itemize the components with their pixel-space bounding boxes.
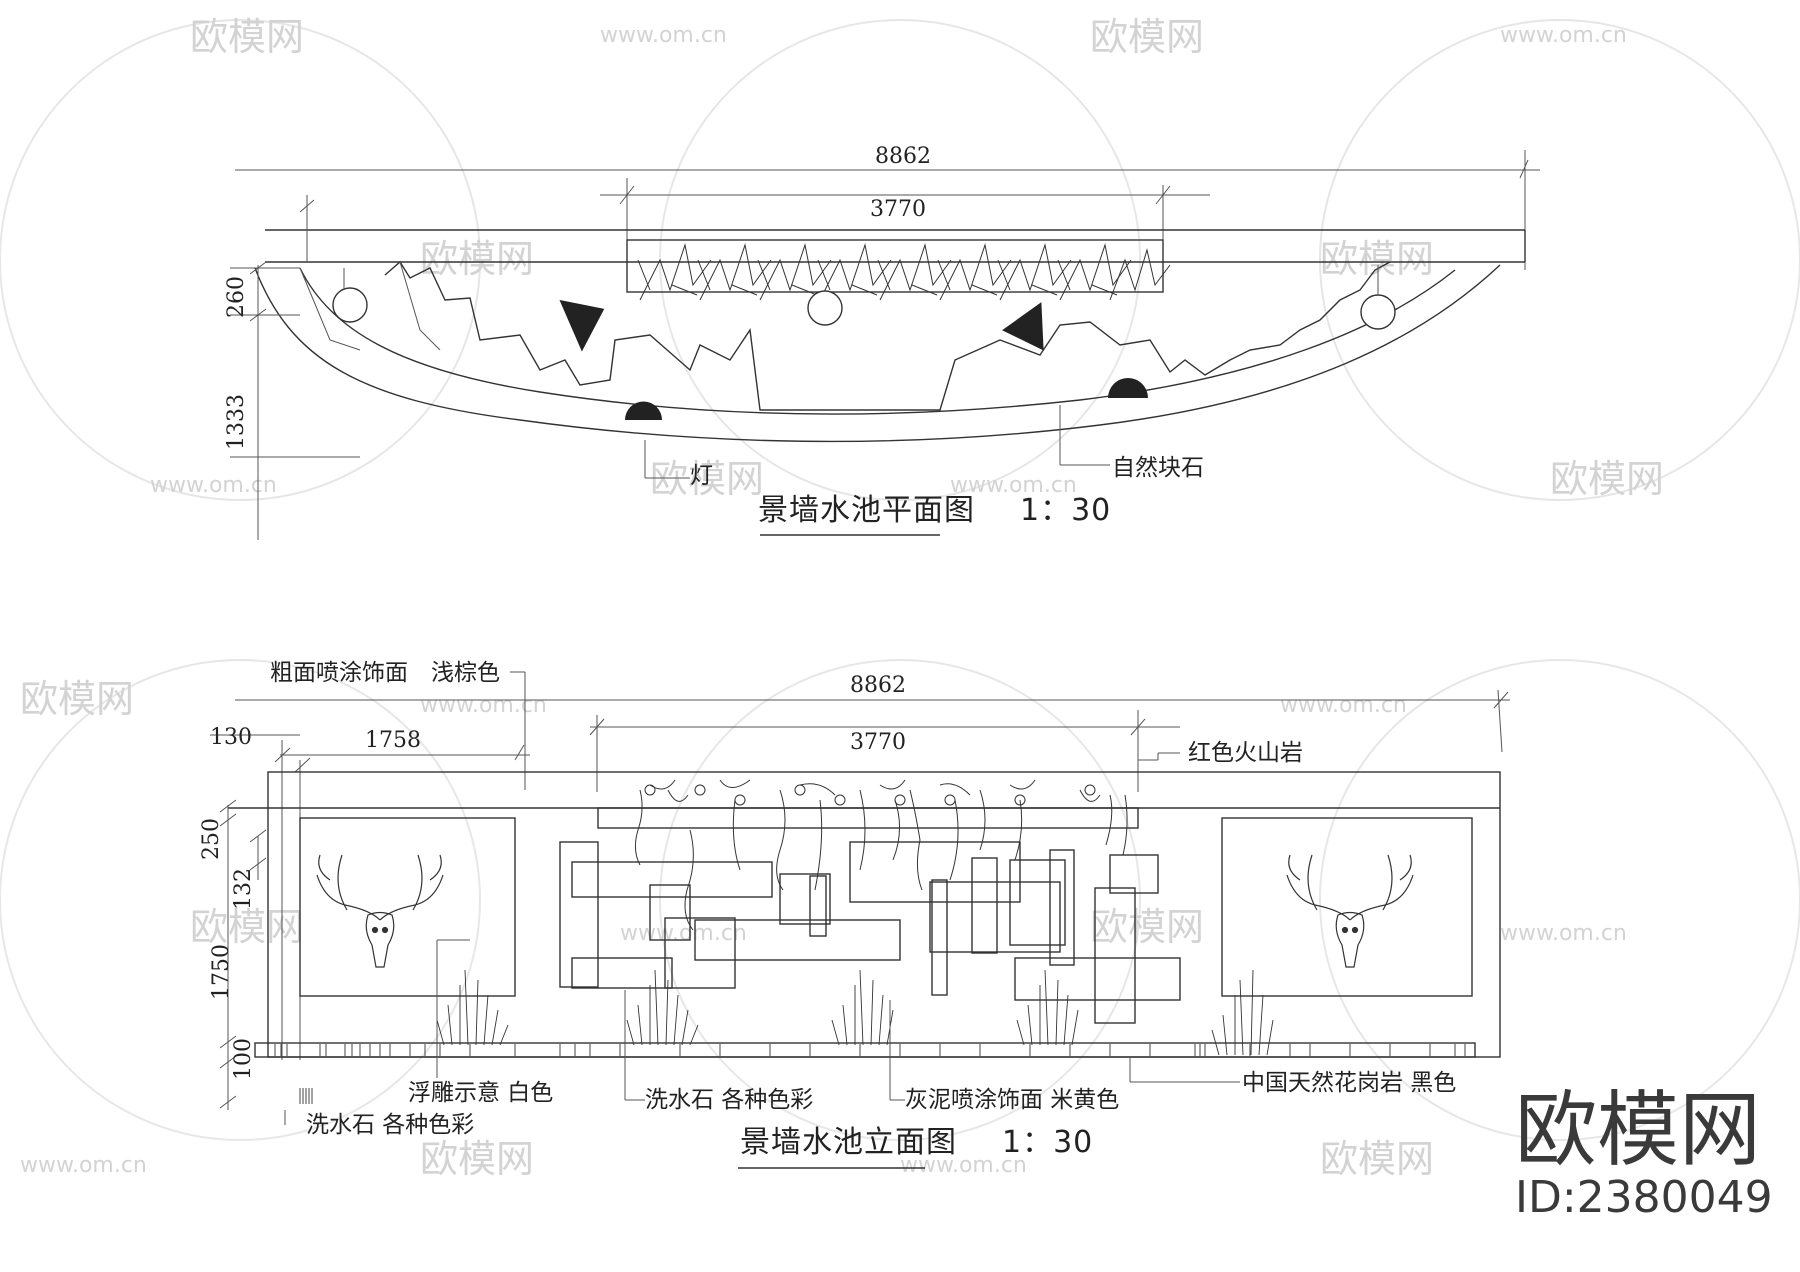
elev-label-granite: 中国天然花岗岩 黑色 — [1242, 1070, 1456, 1096]
elev-dim-100: 100 — [231, 1038, 256, 1080]
plan-scale: 1：30 — [1020, 493, 1111, 528]
plan-light-right — [1108, 378, 1148, 398]
elev-relief-panel-right — [1221, 817, 1473, 997]
plan-dim-260: 260 — [224, 276, 249, 318]
watermark-url: www.om.cn — [1500, 23, 1627, 48]
watermark-brand: 欧模网 — [20, 677, 134, 721]
elev-relief-panel-left — [299, 817, 516, 997]
plan-label-stone: 自然块石 — [1112, 455, 1204, 481]
elev-label-plaster: 灰泥喷涂饰面 米黄色 — [905, 1087, 1119, 1113]
elev-label-relief: 浮雕示意 白色 — [408, 1080, 553, 1106]
elev-dim-1758: 1758 — [365, 728, 421, 753]
elev-wall — [267, 771, 1501, 1058]
elev-base-band — [254, 1042, 1476, 1058]
watermark-url: www.om.cn — [1500, 921, 1627, 946]
elev-label-top-finish: 粗面喷涂饰面 浅棕色 — [270, 660, 500, 686]
elev-dim-250: 250 — [199, 818, 224, 860]
elev-label-pebble-2: 洗水石 各种色彩 — [306, 1112, 474, 1138]
plan-light-left — [625, 401, 662, 420]
watermark-url: www.om.cn — [420, 693, 547, 718]
elev-scale: 1：30 — [1002, 1125, 1093, 1160]
elev-dim-130: 130 — [210, 725, 252, 750]
elev-dim-total: 8862 — [850, 673, 906, 698]
watermark-brand: 欧模网 — [190, 15, 304, 59]
plan-plants — [637, 243, 1171, 301]
elev-dim-132: 132 — [231, 868, 256, 910]
watermark-url: www.om.cn — [620, 921, 747, 946]
watermark-url: www.om.cn — [1280, 693, 1407, 718]
elev-deer-skull-right — [1286, 854, 1414, 968]
plan-planter-box — [626, 239, 1164, 293]
watermark-brand: 欧模网 — [1550, 457, 1664, 501]
plan-boulder-center — [807, 290, 843, 326]
watermark-brand: 欧模网 — [1320, 1137, 1434, 1181]
plan-boulder-left — [332, 287, 368, 323]
plan-spotlight-left — [559, 299, 605, 352]
plan-dim-1333: 1333 — [224, 394, 249, 450]
watermark-url: www.om.cn — [20, 1153, 147, 1178]
plan-title: 景墙水池平面图 — [758, 493, 975, 528]
elev-title: 景墙水池立面图 — [740, 1125, 957, 1160]
elev-vines — [634, 779, 1128, 931]
watermark-url: www.om.cn — [150, 473, 277, 498]
plan-rock-profile — [384, 260, 1391, 411]
elev-label-volcanic: 红色火山岩 — [1188, 740, 1303, 766]
watermark-brand: 欧模网 — [1320, 237, 1434, 281]
watermark-brand: 欧模网 — [1090, 15, 1204, 59]
watermark-brand: 欧模网 — [190, 905, 304, 949]
plan-spotlight-right — [1002, 302, 1044, 351]
watermark-url: www.om.cn — [900, 1153, 1027, 1178]
plan-view: 8862 3770 — [224, 144, 1540, 540]
elev-grass — [436, 969, 1274, 1056]
elev-planter — [597, 807, 1139, 829]
plan-pool-outer — [254, 264, 1501, 443]
elev-deer-skull-left — [316, 854, 444, 968]
plan-dim-total: 8862 — [875, 144, 931, 169]
watermark-url: www.om.cn — [950, 473, 1077, 498]
watermark-brand: 欧模网 — [420, 1137, 534, 1181]
watermark-brand: 欧模网 — [420, 237, 534, 281]
elev-dim-1750: 1750 — [209, 944, 234, 1000]
model-id: ID:2380049 — [1515, 1172, 1773, 1223]
elev-base-pattern — [274, 1044, 1466, 1056]
elev-label-pebble-1: 洗水石 各种色彩 — [645, 1087, 813, 1113]
watermark-layer: 欧模网 欧模网 www.om.cn www.om.cn 欧模网 欧模网 www.… — [0, 15, 1800, 1181]
elev-dim-planter: 3770 — [850, 730, 906, 755]
watermark-url: www.om.cn — [600, 23, 727, 48]
plan-boulder-right — [1360, 294, 1396, 330]
elev-geometric-panels — [559, 841, 1181, 1024]
watermark-brand: 欧模网 — [1090, 905, 1204, 949]
elevation-view: 粗面喷涂饰面 浅棕色 8862 3770 130 1758 红色火山岩 — [199, 660, 1510, 1169]
plan-label-light: 灯 — [690, 463, 713, 489]
plan-dim-planter: 3770 — [870, 197, 926, 222]
brand-logo-text: 欧模网 — [1515, 1083, 1761, 1178]
watermark-brand: 欧模网 — [650, 457, 764, 501]
